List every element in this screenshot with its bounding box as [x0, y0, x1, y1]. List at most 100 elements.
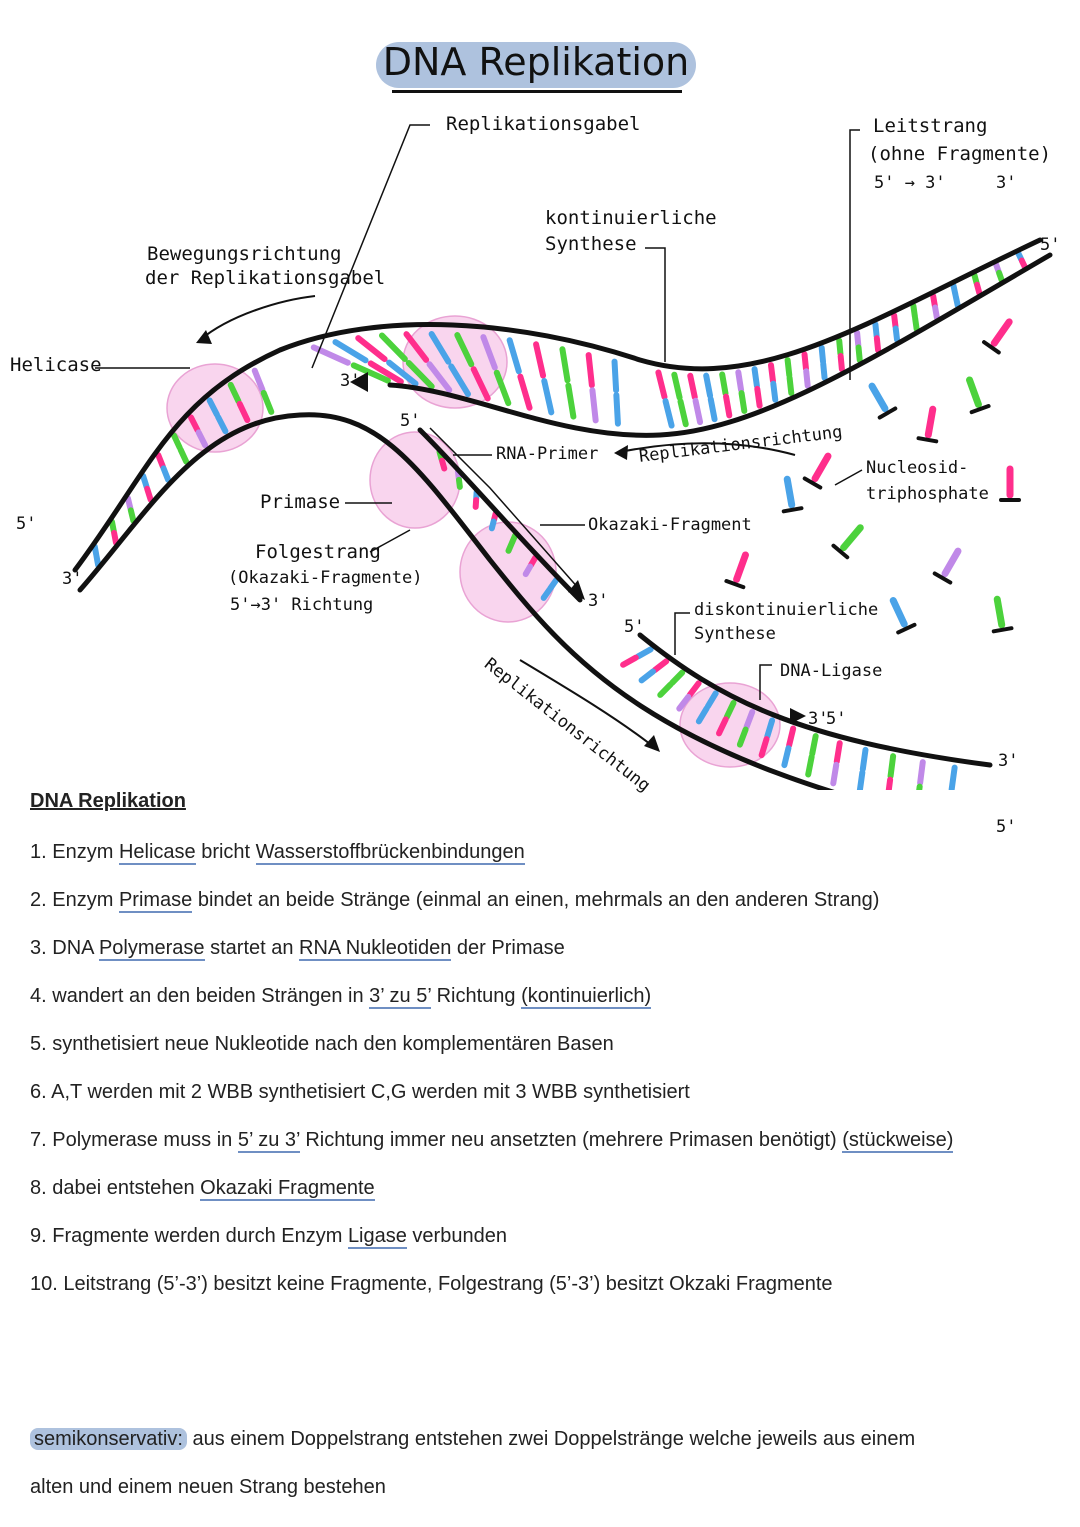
free-nucleotide	[802, 452, 832, 490]
base-pair-half	[140, 473, 150, 490]
base-pair-half	[837, 353, 845, 373]
base-pair-half	[885, 776, 894, 790]
base-pair-half	[809, 733, 819, 757]
leading-end-3: 3'	[340, 371, 361, 391]
step-text: A,T werden mit 2 WBB synthetisiert C,G w…	[51, 1081, 690, 1103]
free-nucleotide	[932, 547, 962, 585]
step-4: 4. wandert an den beiden Strängen in 3’ …	[30, 982, 1050, 1030]
base-pair-half	[948, 764, 958, 790]
base-pair-half	[236, 400, 251, 424]
arrowheads	[196, 330, 806, 752]
base-pair-half	[707, 396, 718, 423]
base-pair-half	[111, 529, 119, 546]
notes-heading: DNA Replikation	[30, 790, 186, 812]
base-pair-half	[833, 740, 843, 765]
base-pair-half	[493, 369, 512, 407]
step-text: Enzym	[52, 889, 119, 911]
lagging-synthesis-arrowhead-2	[790, 708, 806, 724]
step-8: 8. dabei entstehen Okazaki Fragmente	[30, 1174, 1050, 1222]
free-nucleotide	[868, 382, 898, 420]
step-number: 7.	[30, 1129, 53, 1151]
base-pair-half	[540, 586, 553, 601]
base-pair-half	[687, 372, 698, 401]
left-end-5: 5'	[16, 514, 37, 534]
semikonservativ-text-1: aus einem Doppelstrang entstehen zwei Do…	[186, 1428, 916, 1450]
step-keyword: 3’ zu 5’	[369, 985, 432, 1009]
base-pair-half	[805, 753, 815, 778]
base-pair-half	[735, 369, 745, 394]
base-pair-half	[428, 331, 452, 365]
folgestrang-direction: 5'→3' Richtung	[230, 595, 374, 615]
step-text: Enzym	[52, 841, 119, 863]
base-pair-half	[448, 363, 471, 398]
base-pair-half	[751, 366, 760, 389]
base-pair-half	[856, 769, 866, 790]
rna-primer-label: RNA-Primer	[496, 444, 599, 464]
base-pair-half	[634, 646, 654, 660]
base-pair-half	[723, 699, 737, 720]
base-pair-half	[187, 414, 201, 434]
page-title: DNA Replikation	[382, 40, 690, 84]
base-pairs	[91, 250, 1028, 790]
base-pair-half	[160, 465, 172, 483]
free-nucleotide	[991, 595, 1014, 634]
base-pair-half	[703, 372, 714, 399]
step-text: der Primase	[451, 937, 565, 959]
step-text: Richtung immer neu ansetzten (mehrere Pr…	[299, 1129, 843, 1151]
base-pair-half	[655, 369, 668, 400]
base-pair-half	[830, 761, 840, 787]
base-pair-half	[859, 746, 869, 773]
base-pair-half	[657, 681, 674, 698]
notes-section: DNA Replikation 1. Enzym Helicase bricht…	[30, 790, 1050, 1318]
base-pair-half	[565, 382, 577, 420]
base-pair-half	[386, 359, 419, 387]
replikationsgabel-pointer	[311, 124, 430, 369]
base-pair-half	[215, 414, 229, 435]
ligase-pointer	[759, 664, 772, 700]
base-pair-half	[124, 495, 134, 512]
step-keyword: (kontinuierlich)	[521, 985, 652, 1009]
okazaki-bracket-top	[429, 427, 581, 591]
primase-label: Primase	[260, 491, 341, 513]
step-number: 5.	[30, 1033, 53, 1055]
base-pair-half	[405, 359, 435, 390]
base-pair-half	[613, 392, 621, 427]
dna-replication-diagram	[72, 124, 1053, 790]
step-text: Fragmente werden durch Enzym	[52, 1225, 348, 1247]
base-pair-half	[480, 334, 498, 371]
base-pair-half	[770, 380, 779, 403]
base-pair-half	[541, 377, 555, 416]
steps-list: 1. Enzym Helicase bricht Wasserstoffbrüc…	[30, 838, 1050, 1318]
step-keyword: 5’ zu 3’	[237, 1129, 300, 1153]
step-number: 6.	[30, 1081, 52, 1103]
base-pair-half	[786, 725, 797, 749]
free-nucleotide	[966, 376, 991, 415]
diskontinuierlich-label: diskontinuierliche	[694, 600, 879, 620]
base-pair-half	[676, 693, 692, 712]
parental-strand-top	[72, 237, 1043, 573]
base-pair-half	[855, 344, 863, 363]
base-pair-half	[93, 553, 102, 569]
free-nucleotide	[916, 405, 939, 444]
bewegung-arrow	[199, 295, 316, 341]
kontinuierlich-label-2: Synthese	[545, 233, 637, 255]
base-pair-half	[227, 381, 242, 405]
base-pair-half	[996, 269, 1005, 284]
lagging-end-5: 5'	[624, 617, 645, 637]
free-nucleotides	[724, 318, 1021, 635]
enzyme-bubble-3	[369, 431, 461, 529]
base-pair-half	[974, 281, 983, 297]
nucleosid-pointer	[834, 469, 863, 486]
base-pair-half	[723, 393, 733, 419]
step-keyword: Okazaki Fragmente	[200, 1177, 375, 1201]
step-number: 2.	[30, 889, 53, 911]
base-pair-half	[754, 385, 763, 409]
base-pair-half	[930, 292, 938, 309]
base-pair-half	[910, 302, 918, 320]
base-pair-half	[767, 362, 776, 385]
strand-backbones	[72, 237, 1053, 790]
leitstrang-pointer	[849, 129, 860, 380]
base-pair-half	[350, 362, 391, 384]
base-pair-half	[522, 563, 534, 578]
ligase-end-3: 3'	[808, 709, 829, 729]
